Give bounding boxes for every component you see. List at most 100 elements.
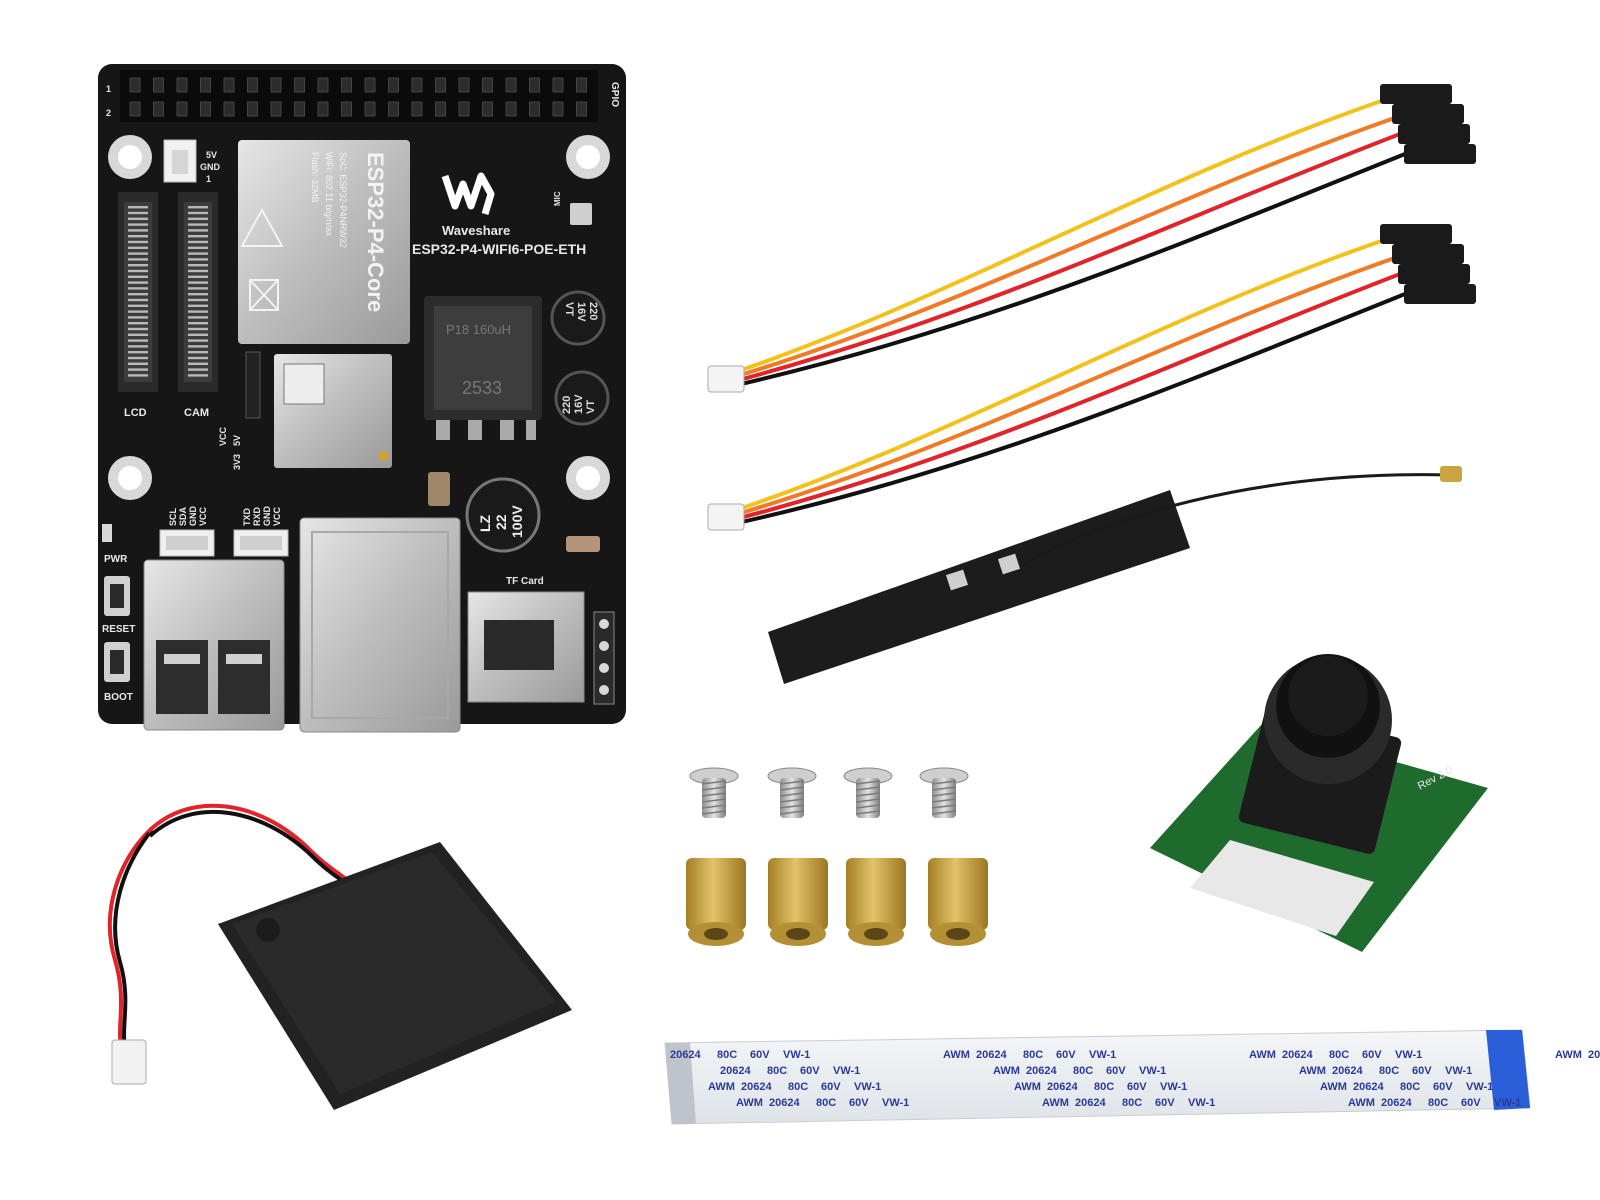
ffc-marking: 20624 — [720, 1065, 751, 1077]
ffc-marking: 60V — [1056, 1049, 1076, 1061]
gpio-pin — [364, 101, 376, 117]
fpc-pin — [128, 281, 148, 284]
gpio-pin — [529, 101, 540, 117]
i2c-gnd-label: GND — [188, 506, 198, 527]
wifi-antenna — [768, 466, 1462, 684]
ffc-marking: AWM — [993, 1065, 1020, 1077]
power-5v-label: 5V — [206, 150, 217, 160]
ffc-marking: 80C — [1023, 1049, 1043, 1061]
gpio-pin — [294, 77, 305, 93]
fpc-pin — [188, 310, 208, 313]
vcc-3v3-label: 3V3 — [232, 454, 242, 470]
brass-standoff — [846, 858, 906, 946]
ffc-marking: 80C — [1122, 1097, 1142, 1109]
fpc-pin — [188, 287, 208, 290]
power-pin1-label: 1 — [206, 174, 211, 184]
fpc-pin — [188, 298, 208, 302]
fpc-pin — [128, 298, 148, 302]
ffc-marking: 60V — [821, 1081, 841, 1093]
esd-warning-icon — [240, 207, 284, 247]
fpc-pin — [188, 264, 208, 267]
esp32-p4-core-module: ESP32-P4-Core SoC: ESP32-P4NRW32 WiFi: 8… — [238, 140, 410, 344]
gpio-pin — [341, 77, 352, 93]
camera-module: Rev 2.0 — [1150, 654, 1488, 952]
fpc-pin — [188, 223, 208, 226]
weee-bin-icon — [249, 279, 279, 311]
ffc-marking: 80C — [788, 1081, 808, 1093]
fpc-pin — [128, 310, 148, 313]
gpio-pin — [153, 101, 164, 117]
dupont-cable-1 — [707, 84, 1476, 393]
gpio-header: 1 2 GPIO — [106, 70, 620, 122]
ffc-marking: AWM — [1299, 1065, 1326, 1077]
fpc-pin — [128, 304, 148, 307]
gpio-pin — [317, 101, 329, 117]
fpc-pin — [188, 322, 208, 325]
ffc-marking: 60V — [1362, 1049, 1382, 1061]
ffc-marking: 20624 — [1075, 1097, 1106, 1109]
fpc-pin — [128, 223, 148, 226]
gpio-pin — [200, 77, 211, 93]
gpio-pin — [576, 101, 587, 117]
fpc-pin — [188, 258, 208, 261]
cam-label: CAM — [184, 407, 209, 419]
mic-label: MIC — [553, 191, 562, 206]
power-inductor: P18 160uH 2533 — [424, 296, 542, 440]
waveshare-logo — [441, 172, 495, 216]
capacitor-220uf-2: 220 16V VT — [554, 370, 610, 426]
fpc-pin — [128, 374, 148, 377]
core-module-flash: Flash: 32MB — [310, 152, 320, 203]
qr-code-icon — [283, 363, 325, 405]
tf-card-label: TF Card — [506, 576, 544, 587]
brass-standoff — [928, 858, 988, 946]
ffc-marking: VW-1 — [1494, 1097, 1521, 1109]
fpc-pin — [128, 368, 148, 371]
dupont-cable-2 — [707, 224, 1476, 531]
ffc-marking: 80C — [1329, 1049, 1349, 1061]
gpio-pin — [341, 101, 352, 117]
capacitor-220uf-1: 220 16V VT — [550, 290, 606, 346]
ffc-marking: AWM — [943, 1049, 970, 1061]
ffc-marking: 80C — [767, 1065, 787, 1077]
ffc-blue-stiffener — [1486, 1030, 1530, 1110]
cap1-series: VT — [563, 302, 575, 316]
ffc-marking: AWM — [1014, 1081, 1041, 1093]
gpio-pin — [552, 101, 564, 117]
ffc-marking: 80C — [1073, 1065, 1093, 1077]
ffc-marking: VW-1 — [783, 1049, 810, 1061]
i2c-scl-label: SCL — [168, 507, 178, 526]
ffc-marking: VW-1 — [1139, 1065, 1166, 1077]
gpio-pin — [270, 77, 282, 93]
boot-label: BOOT — [104, 692, 133, 703]
ffc-marking: VW-1 — [1445, 1065, 1472, 1077]
ffc-marking: 60V — [1433, 1081, 1453, 1093]
fpc-pin — [188, 206, 208, 209]
cap2-series: VT — [585, 400, 597, 414]
fpc-pin — [188, 252, 208, 255]
ffc-marking: AWM — [1555, 1049, 1582, 1061]
fpc-pin — [128, 252, 148, 255]
ffc-marking: 20624 — [1353, 1081, 1384, 1093]
core-module-soc: SoC: ESP32-P4NRW32 — [338, 152, 348, 248]
screw — [843, 767, 893, 818]
fpc-pin — [128, 240, 148, 244]
mounting-holes — [108, 135, 610, 500]
fpc-pin — [188, 356, 208, 360]
fpc-pin — [128, 258, 148, 261]
uart-gnd-label: GND — [262, 506, 272, 527]
ffc-marking: VW-1 — [854, 1081, 881, 1093]
ffc-marking: VW-1 — [1395, 1049, 1422, 1061]
ffc-marking: 60V — [1461, 1097, 1481, 1109]
ffc-marking: AWM — [1042, 1097, 1069, 1109]
ffc-marking: AWM — [1320, 1081, 1347, 1093]
brand-label: Waveshare — [442, 223, 510, 238]
inductor-value: P18 160uH — [446, 322, 511, 337]
vcc-5v-label: 5V — [232, 435, 242, 446]
fpc-pin — [128, 327, 148, 331]
i2c-sda-label: SDA — [178, 506, 188, 526]
fpc-pin — [128, 287, 148, 290]
gpio-pin — [247, 77, 258, 93]
fpc-pin — [128, 345, 148, 348]
fpc-pin — [128, 339, 148, 342]
